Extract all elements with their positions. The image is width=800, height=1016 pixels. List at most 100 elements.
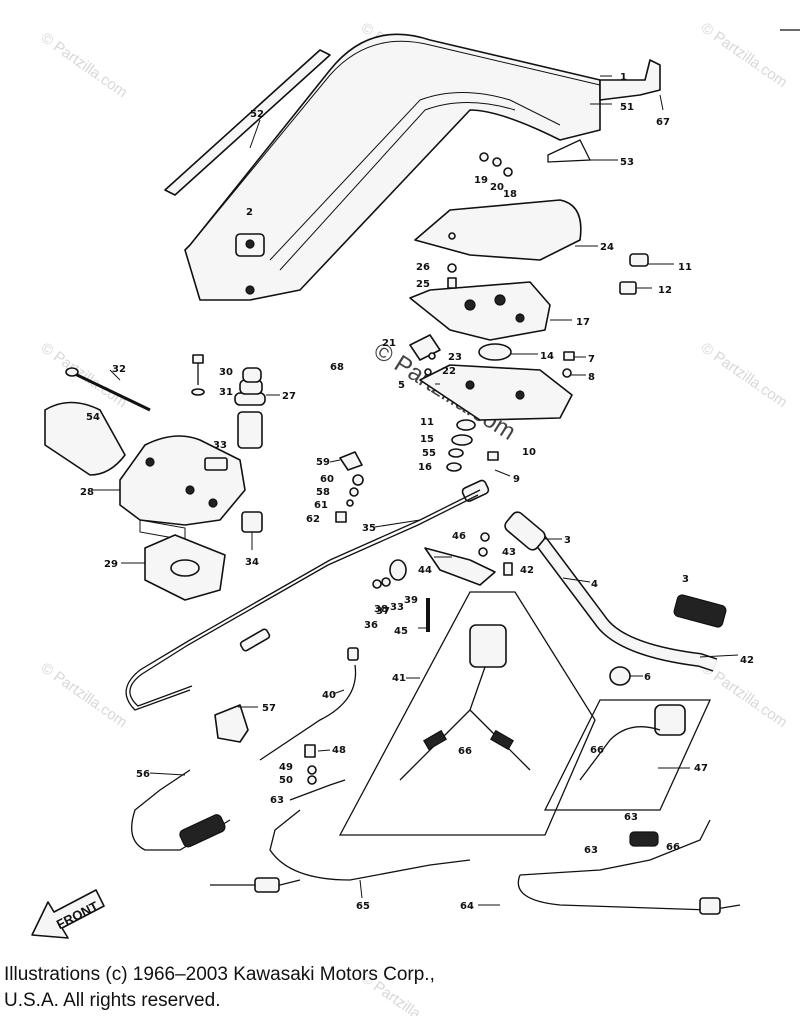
boot-27	[234, 367, 266, 449]
callout-22: 22	[442, 366, 456, 377]
callout-29: 29	[104, 559, 118, 570]
housing-5	[419, 364, 573, 421]
switch-41	[469, 624, 507, 668]
switch-12	[619, 281, 637, 295]
cover-24	[414, 199, 582, 261]
callout-6: 6	[644, 672, 651, 683]
copyright-line-1: Illustrations (c) 1966–2003 Kawasaki Mot…	[4, 964, 435, 985]
adjuster-9	[461, 479, 490, 502]
watermark-4: © Partzilla.com	[38, 339, 131, 411]
callout-10: 10	[522, 447, 536, 458]
callout-60: 60	[320, 474, 334, 485]
switch-assembly-box-41	[338, 591, 596, 836]
nut-34	[241, 511, 263, 533]
callout-67: 67	[656, 117, 670, 128]
leader-lines	[93, 75, 739, 906]
callout-68: 68	[330, 362, 344, 373]
throttle-cable-35	[125, 489, 481, 711]
callout-25: 25	[416, 279, 430, 290]
clamp-57	[214, 704, 249, 743]
callout-11-top: 11	[678, 262, 692, 273]
callout-33b: 33	[390, 602, 404, 613]
callout-46: 46	[452, 531, 466, 542]
knob-11	[629, 253, 649, 267]
callout-2: 2	[246, 207, 253, 218]
callout-47: 47	[694, 763, 708, 774]
callout-38: 38	[374, 604, 388, 615]
watermark-3: © Partzilla.com	[698, 19, 791, 91]
callout-33: 33	[213, 440, 227, 451]
harness-64	[517, 874, 741, 911]
callout-54: 54	[86, 412, 100, 423]
handlebar-4	[504, 511, 727, 686]
callout-61: 61	[314, 500, 328, 511]
callout-30: 30	[219, 367, 233, 378]
callout-5: 5	[398, 380, 405, 391]
callout-63-mid: 63	[584, 845, 598, 856]
callout-9: 9	[513, 474, 520, 485]
callout-4: 4	[591, 579, 598, 590]
callout-59: 59	[316, 457, 330, 468]
callout-58: 58	[316, 487, 330, 498]
watermark-5: © Partzilla.com	[698, 339, 791, 411]
callout-49: 49	[279, 762, 293, 773]
callout-3-left: 3	[564, 535, 571, 546]
handlebar-pad	[184, 33, 661, 301]
callout-63-right: 63	[624, 812, 638, 823]
callout-44: 44	[418, 565, 432, 576]
callout-21: 21	[382, 338, 396, 349]
part-10	[487, 451, 499, 461]
callout-7: 7	[588, 354, 595, 365]
callout-23: 23	[448, 352, 462, 363]
callout-40: 40	[322, 690, 336, 701]
copyright-line-2: U.S.A. All rights reserved.	[4, 990, 221, 1011]
callout-51: 51	[620, 102, 634, 113]
cable-53	[547, 139, 592, 163]
screw-7	[563, 351, 575, 361]
callout-3-right: 3	[682, 574, 689, 585]
callout-43: 43	[502, 547, 516, 558]
copyright-notice: Illustrations (c) 1966–2003 Kawasaki Mot…	[4, 962, 435, 1014]
callout-55: 55	[422, 448, 436, 459]
callout-26: 26	[416, 262, 430, 273]
callout-64: 64	[460, 901, 474, 912]
cable-40	[259, 664, 357, 761]
callout-45: 45	[394, 626, 408, 637]
watermark-6: © Partzilla.com	[38, 659, 131, 731]
callout-66-right: 66	[666, 842, 680, 853]
callout-18: 18	[503, 189, 517, 200]
callout-42-mid: 42	[520, 565, 534, 576]
plate-17	[409, 281, 551, 341]
callout-1: 1	[620, 72, 627, 83]
washer-14	[478, 343, 512, 361]
nut-8	[562, 368, 572, 378]
callout-66-mid: 66	[590, 745, 604, 756]
callout-66-left: 66	[458, 746, 472, 757]
callout-28: 28	[80, 487, 94, 498]
callout-53: 53	[620, 157, 634, 168]
harness-56	[131, 769, 231, 851]
callout-41: 41	[392, 673, 406, 684]
callout-20: 20	[490, 182, 504, 193]
harness-box-47	[543, 699, 712, 811]
callout-31: 31	[219, 387, 233, 398]
callout-16: 16	[418, 462, 432, 473]
callout-65: 65	[356, 901, 370, 912]
callout-8: 8	[588, 372, 595, 383]
callout-36: 36	[364, 620, 378, 631]
callout-34: 34	[245, 557, 259, 568]
callout-19: 19	[474, 175, 488, 186]
callout-14: 14	[540, 351, 554, 362]
callout-39: 39	[404, 595, 418, 606]
callout-48: 48	[332, 745, 346, 756]
callout-24: 24	[600, 242, 614, 253]
callout-12: 12	[658, 285, 672, 296]
callout-17: 17	[576, 317, 590, 328]
callout-37: 37	[376, 606, 390, 617]
callout-57: 57	[262, 703, 276, 714]
callout-63-left: 63	[270, 795, 284, 806]
decal-stripe	[164, 49, 331, 196]
pad-54	[44, 401, 126, 476]
bolts-18-20	[479, 152, 513, 177]
